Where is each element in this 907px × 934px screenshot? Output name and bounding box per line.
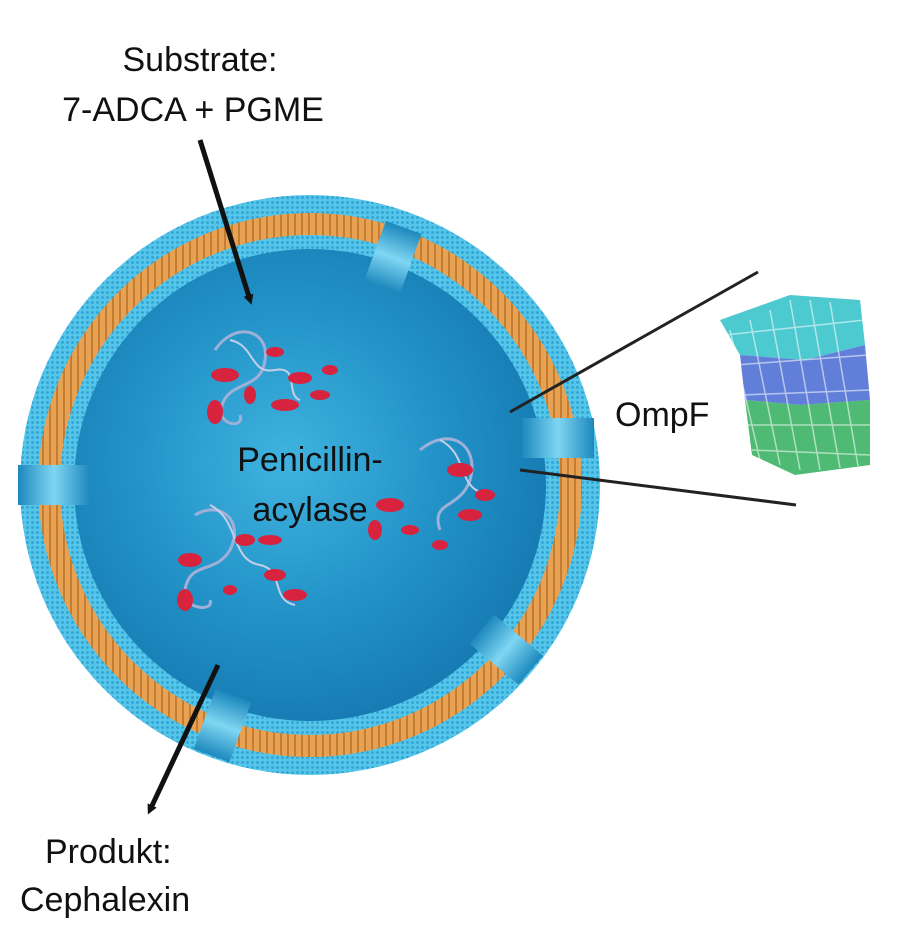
- pore-top: [363, 221, 422, 295]
- zoom-lines: [509, 270, 797, 507]
- pore-bottom: [193, 688, 252, 763]
- vesicle-core: [74, 249, 546, 721]
- enzyme-label-line1: Penicillin-: [237, 441, 383, 479]
- product-value: Cephalexin: [20, 881, 191, 919]
- substrate-value: 7-ADCA + PGME: [62, 91, 324, 129]
- enzyme-cluster-bottom: [177, 504, 307, 611]
- ompf-structure: [720, 295, 871, 475]
- pore-left: [18, 465, 90, 505]
- membrane-pores: [18, 221, 594, 763]
- substrate-arrow: [197, 139, 254, 305]
- enzyme-label-line2: acylase: [252, 491, 368, 529]
- substrate-title: Substrate:: [122, 41, 278, 79]
- pore-right: [522, 418, 594, 458]
- product-arrow: [147, 663, 221, 815]
- pore-lower-right: [469, 614, 543, 685]
- porin-label: OmpF: [615, 396, 710, 434]
- enzyme-cluster-right: [368, 437, 495, 550]
- product-title: Produkt:: [45, 833, 172, 871]
- enzyme-cluster-top: [207, 330, 338, 426]
